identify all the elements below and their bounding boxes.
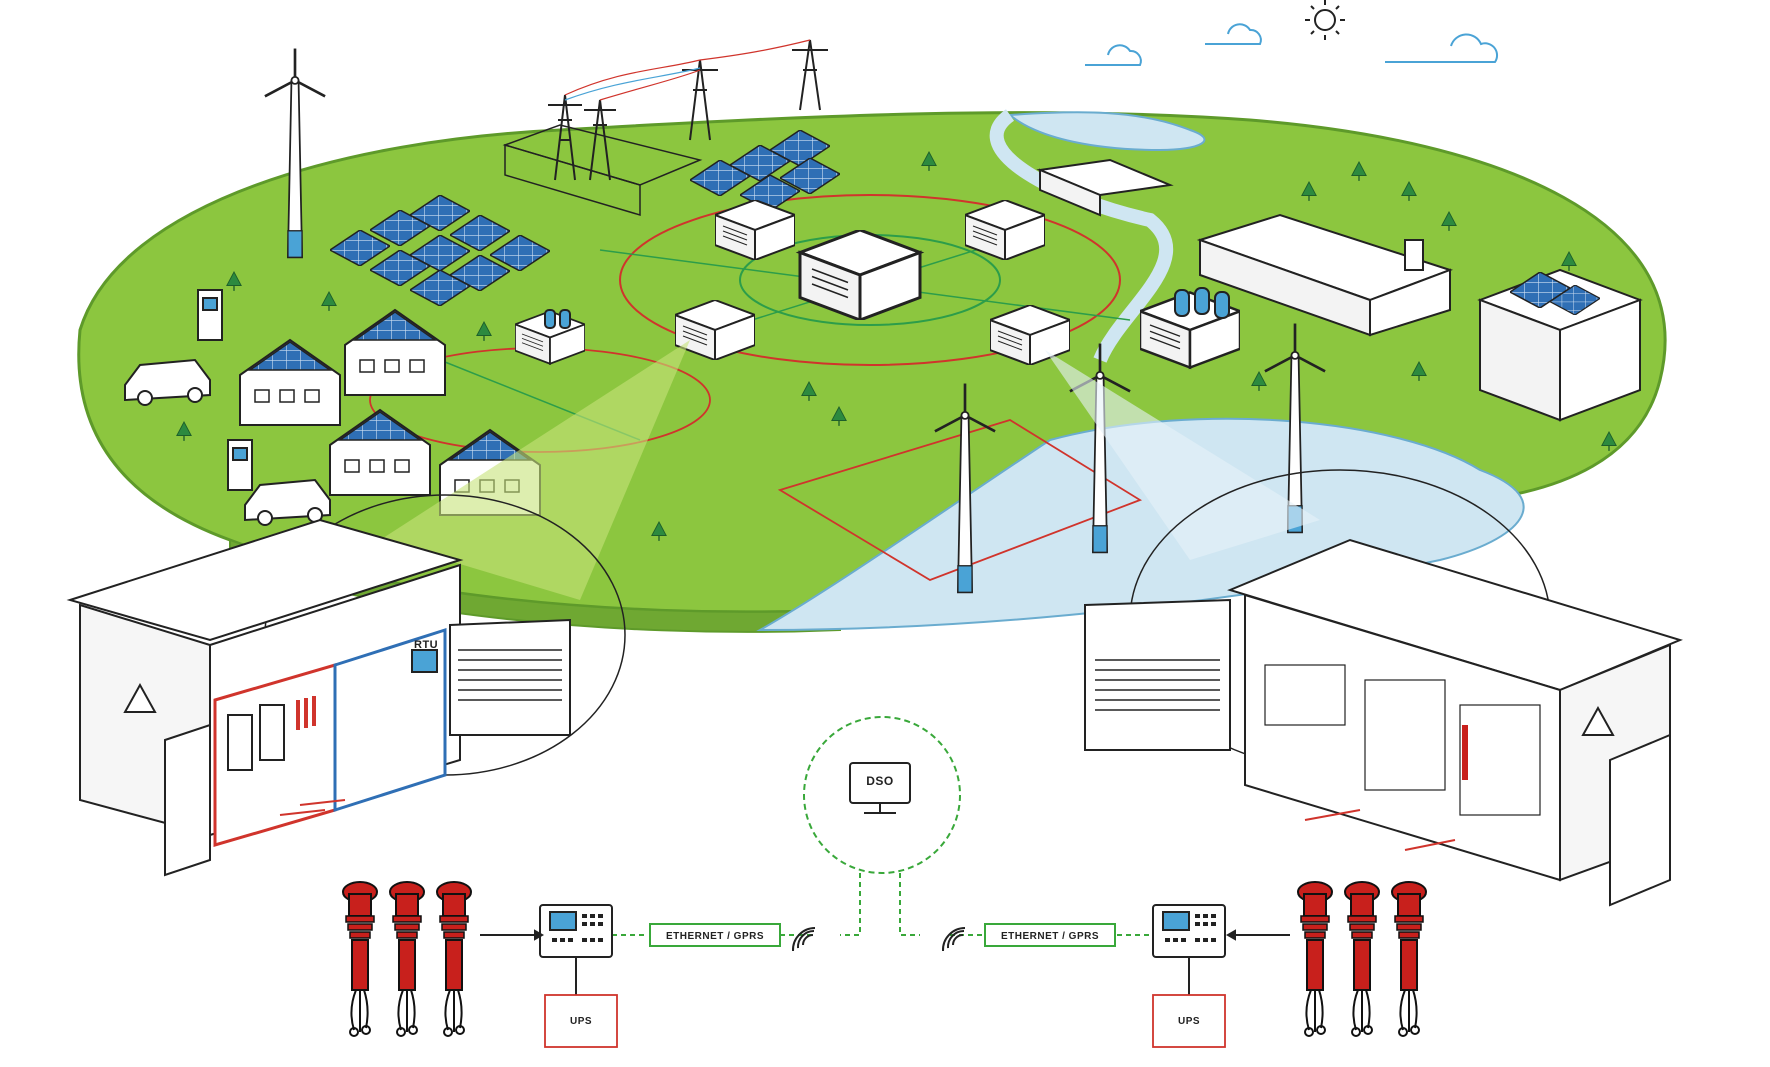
rtu-label: RTU — [414, 639, 438, 651]
rtu-device-right — [1152, 904, 1290, 1048]
wifi-icon — [791, 926, 966, 952]
left-cabinet — [66, 518, 571, 877]
comm-label-right: ETHERNET / GPRS — [1001, 931, 1099, 942]
battery-storage-icon — [544, 287, 1230, 329]
car-icon — [124, 358, 331, 526]
comm-box-right — [984, 923, 1116, 947]
cloud-icon — [1085, 23, 1498, 66]
sensor-icon — [342, 881, 1427, 1037]
dso-node — [803, 716, 961, 874]
pylon-icon — [502, 39, 828, 217]
comm-label-left: ETHERNET / GPRS — [666, 931, 764, 942]
zoom-cone-left — [380, 340, 690, 600]
warning-icon — [123, 682, 157, 713]
ev-charger-icon — [197, 289, 253, 491]
factory-icon — [1036, 158, 1454, 337]
monitor-icon — [849, 762, 911, 814]
sun-icon — [1305, 0, 1345, 40]
right-cabinet — [1084, 538, 1683, 907]
rtu-device-left — [480, 904, 618, 1048]
warning-icon — [1581, 705, 1615, 736]
dso-label: DSO — [866, 774, 894, 788]
ups-label-left: UPS — [570, 1016, 592, 1027]
zoom-cone-right — [1045, 350, 1320, 560]
ups-label-right: UPS — [1178, 1016, 1200, 1027]
building-icon — [1477, 268, 1643, 422]
comm-box-left — [649, 923, 781, 947]
